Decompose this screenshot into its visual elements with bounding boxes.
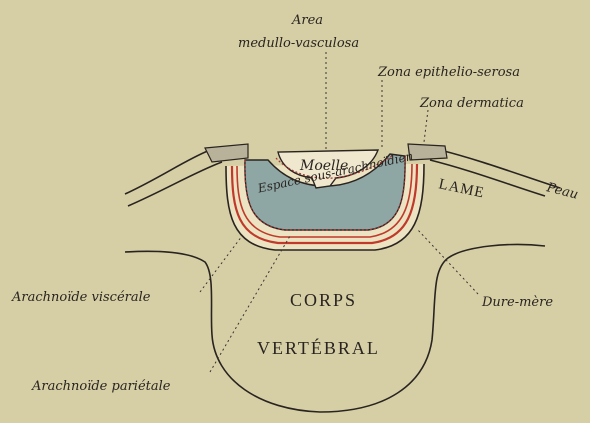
dermatica-left [205,144,248,162]
leader-dermatica [424,110,428,142]
label-lame: LAME [437,176,486,201]
label-area: Area [291,13,323,28]
label-dure-mere: Dure-mère [481,295,553,310]
label-vertebral: VERTÉBRAL [257,337,380,358]
vertebral-body-outline [125,245,545,413]
skin-left-inner [128,162,222,206]
label-corps: CORPS [290,290,357,310]
label-medullo: medullo-vasculosa [238,36,359,51]
label-epithelio: Zona epithelio-serosa [377,65,520,80]
label-arachnoide-viscerale: Arachnoïde viscérale [11,290,151,305]
label-dermatica: Zona dermatica [419,96,524,111]
label-arachnoide-parietale: Arachnoïde pariétale [31,379,171,394]
label-peau: Peau [544,180,580,203]
dermatica-right [408,144,447,160]
leader-dure [418,230,478,294]
